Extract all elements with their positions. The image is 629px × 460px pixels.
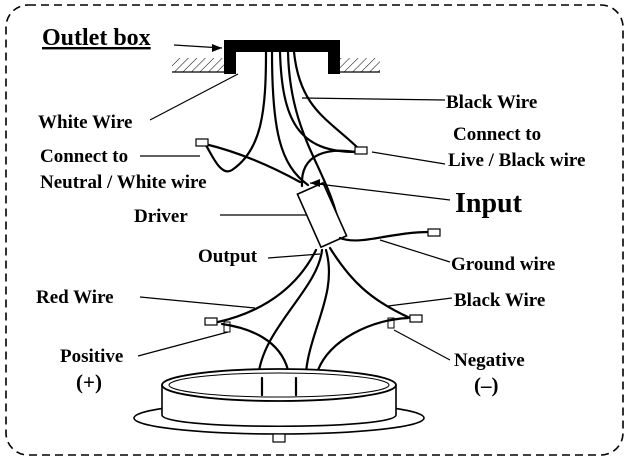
- negative-label: Negative: [454, 350, 525, 371]
- positive-label: Positive: [60, 346, 123, 367]
- connect-neutral-label-2: Neutral / White wire: [40, 172, 207, 193]
- negative-sign: (–): [474, 373, 499, 397]
- black-wire-top-label: Black Wire: [446, 92, 537, 113]
- connect-live-label-2: Live / Black wire: [448, 150, 585, 171]
- output-label: Output: [198, 246, 258, 267]
- positive-sign: (+): [76, 370, 102, 394]
- driver-box: [296, 181, 348, 249]
- outlet-box-label: Outlet box: [42, 25, 151, 51]
- neutral-connector: [195, 138, 302, 184]
- connect-neutral-label-1: Connect to: [40, 146, 128, 167]
- driver-label: Driver: [134, 206, 188, 227]
- black-connector: [314, 314, 423, 397]
- dashed-frame: [5, 4, 624, 456]
- light-fixture: [133, 368, 425, 443]
- black-wire-bottom-label: Black Wire: [454, 290, 545, 311]
- leader-lines: [137, 44, 453, 361]
- ground-wire: [338, 230, 432, 242]
- live-connector: [300, 146, 368, 188]
- ground-wire-label: Ground wire: [451, 254, 555, 275]
- white-wire-label: White Wire: [38, 112, 132, 133]
- connect-live-label-1: Connect to: [453, 124, 541, 145]
- ceiling: [172, 58, 380, 73]
- red-wire-label: Red Wire: [36, 287, 114, 308]
- outlet-box: [224, 40, 340, 74]
- input-label: Input: [455, 188, 523, 219]
